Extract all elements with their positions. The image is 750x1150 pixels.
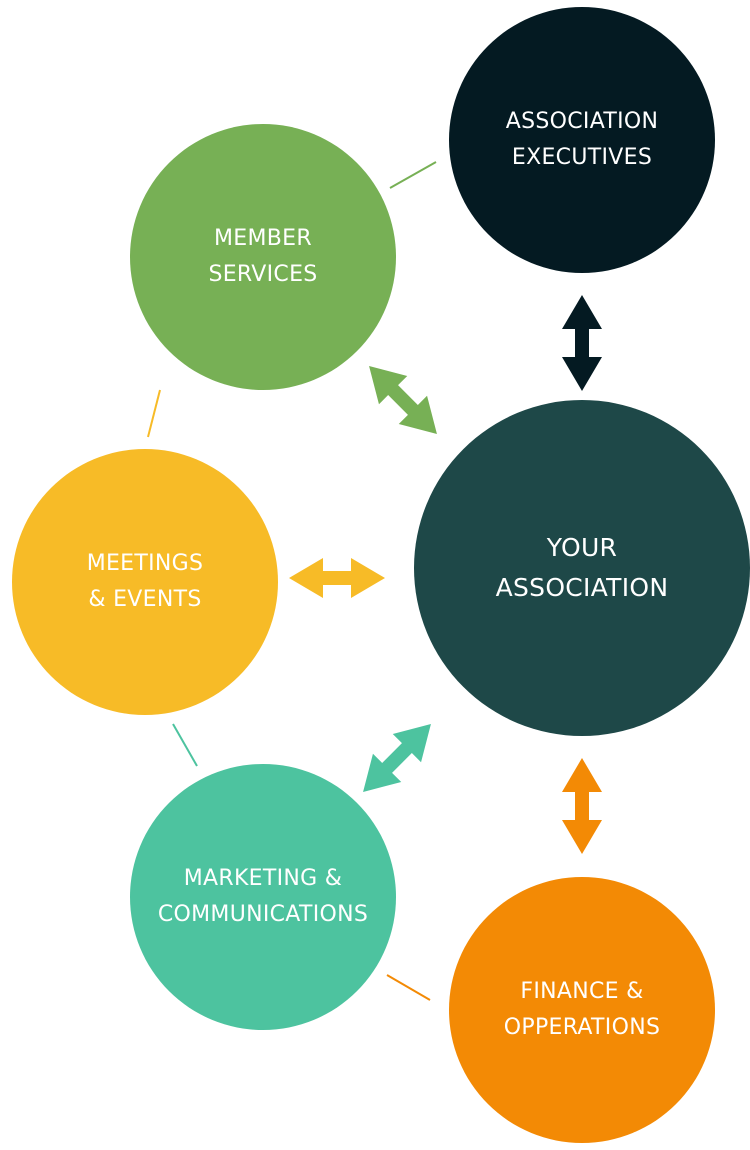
node-marketing-communications: MARKETING & COMMUNICATIONS <box>130 764 396 1030</box>
node-label-line2: OPPERATIONS <box>503 1015 661 1040</box>
arrow-marketing-icon <box>348 709 446 807</box>
arrow-meetings-icon <box>289 558 385 598</box>
node-label-line2: EXECUTIVES <box>511 145 653 170</box>
node-label-line2: & EVENTS <box>88 587 202 612</box>
link-marketing-finance <box>386 974 431 1001</box>
arrow-executives-icon <box>562 295 602 391</box>
node-your-association: YOUR ASSOCIATION <box>414 400 750 736</box>
node-label-line1: YOUR <box>546 533 618 562</box>
node-finance-operations: FINANCE & OPPERATIONS <box>449 877 715 1143</box>
node-label-line2: COMMUNICATIONS <box>157 902 369 927</box>
node-association-executives: ASSOCIATION EXECUTIVES <box>449 7 715 273</box>
node-meetings-events: MEETINGS & EVENTS <box>12 449 278 715</box>
arrow-member-icon <box>354 351 452 449</box>
link-meetings-marketing <box>172 723 198 767</box>
node-label-line1: MEETINGS <box>86 551 204 576</box>
link-member-meetings <box>147 389 161 438</box>
link-member-executives <box>389 161 437 189</box>
node-label-line2: SERVICES <box>208 262 318 287</box>
node-member-services: MEMBER SERVICES <box>130 124 396 390</box>
arrow-finance-icon <box>562 758 602 854</box>
node-label-line2: ASSOCIATION <box>495 573 669 602</box>
node-label-line1: MARKETING & <box>183 866 343 891</box>
node-label-line1: MEMBER <box>214 226 312 251</box>
node-label-line1: FINANCE & <box>520 979 644 1004</box>
node-label-line1: ASSOCIATION <box>505 109 659 134</box>
